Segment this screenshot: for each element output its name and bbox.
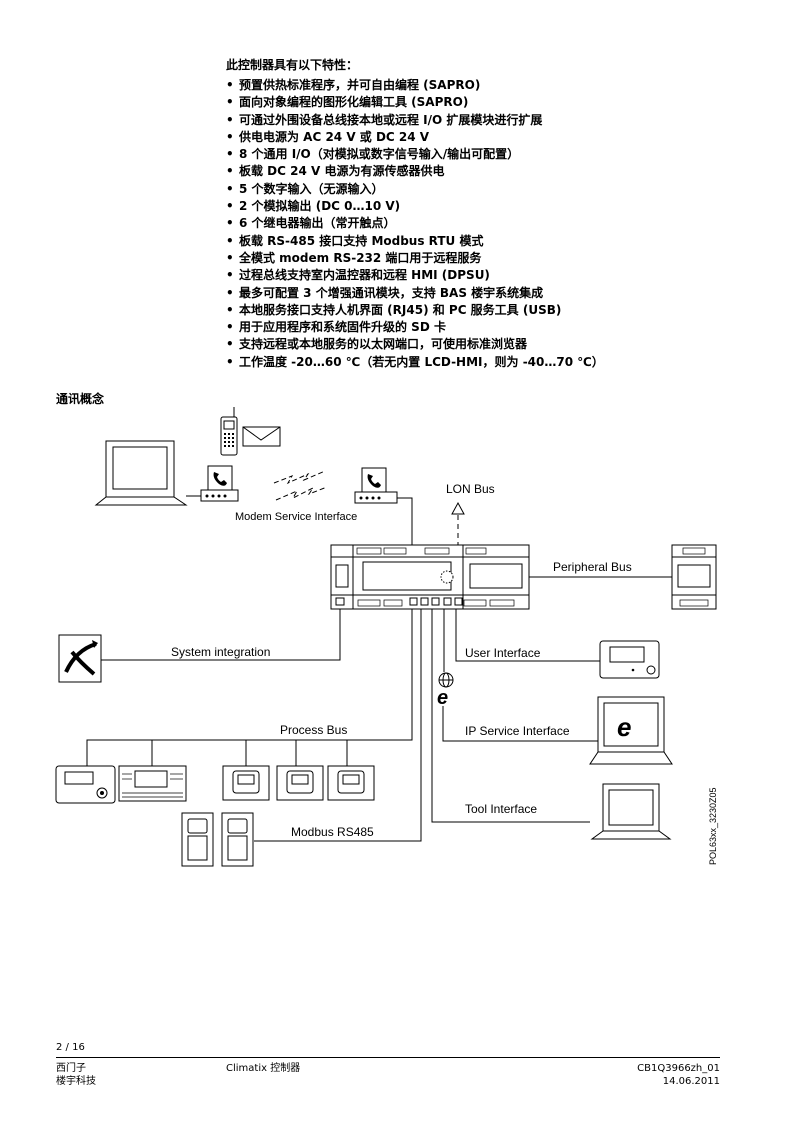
footer-product: Climatix 控制器 <box>226 1063 301 1074</box>
section-heading: 通讯概念 <box>56 392 105 406</box>
label-peripheral-bus: Peripheral Bus <box>553 560 632 574</box>
feature-item: 6 个继电器输出（常开触点） <box>226 215 766 232</box>
remote-laptop-icon <box>94 440 188 506</box>
feature-list-block: 此控制器具有以下特性： 预置供热标准程序，并可自由编程 (SAPRO) 面向对象… <box>226 56 766 371</box>
modem-right-icon <box>354 467 398 504</box>
feature-item: 支持远程或本地服务的以太网端口，可使用标准浏览器 <box>226 336 766 353</box>
label-tool-interface: Tool Interface <box>465 802 537 816</box>
label-system-integration: System integration <box>171 645 270 659</box>
feature-item: 全模式 modem RS-232 端口用于远程服务 <box>226 250 766 267</box>
hmi-terminal-icon <box>118 765 187 802</box>
room-unit-icon <box>276 765 324 801</box>
feature-item: 板载 RS-485 接口支持 Modbus RTU 模式 <box>226 233 766 250</box>
pc-monitor-icon: e <box>589 696 673 765</box>
communication-concept-diagram: Modem Service Interface LON Bus Peripher… <box>55 407 718 867</box>
mobile-phone-icon <box>220 407 238 456</box>
room-unit-icon <box>327 765 375 801</box>
room-unit-icon <box>222 765 270 801</box>
feature-item: 最多可配置 3 个增强通讯模块，支持 BAS 楼宇系统集成 <box>226 285 766 302</box>
feature-item: 5 个数字输入（无源输入） <box>226 181 766 198</box>
drawing-code: POL63xx_3230Z05 <box>708 787 718 865</box>
feature-item: 供电电源为 AC 24 V 或 DC 24 V <box>226 129 766 146</box>
svg-text:e: e <box>437 687 448 709</box>
lon-bus-arrow <box>451 501 465 545</box>
io-expansion-module <box>671 544 717 610</box>
feature-list-heading: 此控制器具有以下特性： <box>226 58 359 72</box>
footer-divider <box>56 1057 720 1058</box>
service-laptop-icon <box>590 783 672 840</box>
feature-item: 本地服务接口支持人机界面 (RJ45) 和 PC 服务工具 (USB) <box>226 302 766 319</box>
label-user-interface: User Interface <box>465 646 541 660</box>
feature-item: 预置供热标准程序，并可自由编程 (SAPRO) <box>226 77 766 94</box>
svg-text:e: e <box>617 712 631 742</box>
footer-company-line2: 楼宇科技 <box>56 1076 96 1087</box>
climatix-controller <box>330 544 530 610</box>
feature-item: 板载 DC 24 V 电源为有源传感器供电 <box>226 163 766 180</box>
feature-item: 过程总线支持室内温控器和远程 HMI (DPSU) <box>226 267 766 284</box>
footer-company: 西门子 楼宇科技 <box>56 1062 96 1088</box>
modbus-device-icon <box>181 812 214 867</box>
feature-item: 8 个通用 I/O（对模拟或数字信号输入/输出可配置） <box>226 146 766 163</box>
page-number: 2 / 16 <box>56 1042 85 1053</box>
feature-item: 面向对象编程的图形化编辑工具 (SAPRO) <box>226 94 766 111</box>
web-browser-icon: e <box>437 672 454 709</box>
footer-doc-info: CB1Q3966zh_01 14.06.2011 <box>560 1062 720 1088</box>
footer-date: 14.06.2011 <box>662 1076 720 1087</box>
label-ip-service-interface: IP Service Interface <box>465 724 570 738</box>
wireless-link-icon <box>273 470 328 501</box>
modbus-device-icon <box>221 812 254 867</box>
room-operator-unit-icon <box>599 640 660 679</box>
label-modem-service-interface: Modem Service Interface <box>235 511 357 523</box>
feature-item: 可通过外围设备总线接本地或远程 I/O 扩展模块进行扩展 <box>226 112 766 129</box>
system-integration-icon <box>58 634 102 683</box>
footer-doc-id: CB1Q3966zh_01 <box>637 1063 720 1074</box>
footer-company-line1: 西门子 <box>56 1063 86 1074</box>
modem-left-icon <box>200 465 239 502</box>
label-process-bus: Process Bus <box>280 723 347 737</box>
feature-list: 预置供热标准程序，并可自由编程 (SAPRO) 面向对象编程的图形化编辑工具 (… <box>226 77 766 371</box>
label-lon-bus: LON Bus <box>446 482 495 496</box>
feature-item: 2 个模拟输出 (DC 0…10 V) <box>226 198 766 215</box>
feature-item: 工作温度 -20…60 ℃（若无内置 LCD-HMI，则为 -40…70 ℃） <box>226 354 766 371</box>
envelope-icon <box>242 426 281 447</box>
label-modbus-rs485: Modbus RS485 <box>291 825 374 839</box>
remote-hmi-icon <box>55 765 116 804</box>
feature-item: 用于应用程序和系统固件升级的 SD 卡 <box>226 319 766 336</box>
